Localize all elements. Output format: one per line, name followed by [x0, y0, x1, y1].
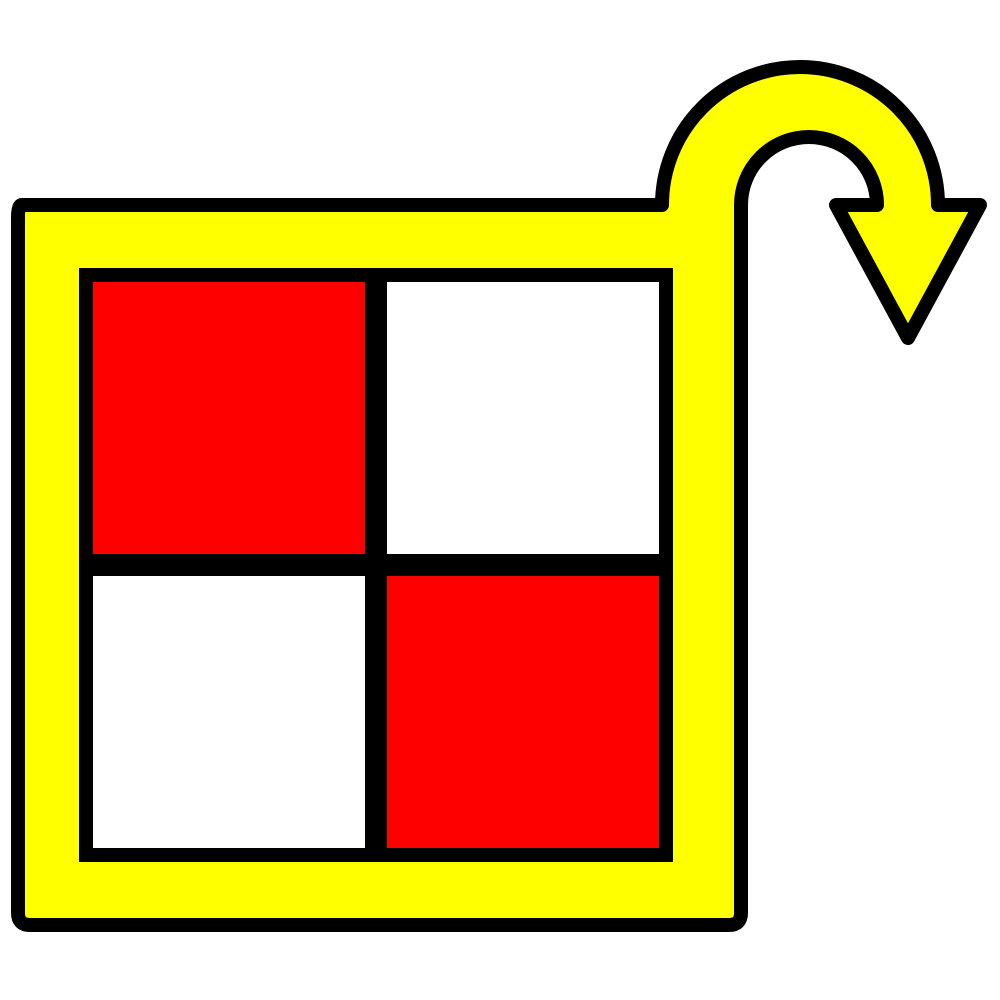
grid-cell-bottom-right: [387, 576, 659, 848]
grid-cell-bottom-left: [93, 576, 365, 848]
grid-cell-top-left: [93, 282, 365, 554]
grid-cell-top-right: [387, 282, 659, 554]
